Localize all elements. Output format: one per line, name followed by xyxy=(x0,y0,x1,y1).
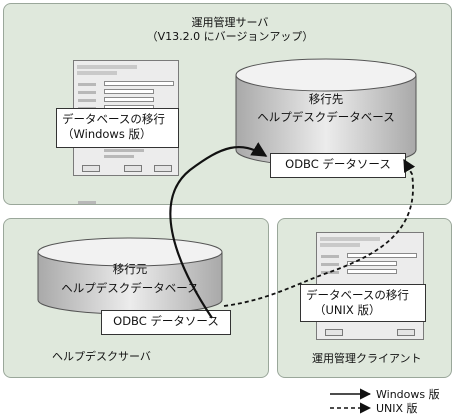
helpdesk-odbc-datasource-box: ODBC データソース xyxy=(101,310,231,335)
legend-windows-label: Windows 版 xyxy=(376,388,440,401)
server-panel-title: 運用管理サーバ （V13.2.0 にバージョンアップ） xyxy=(100,16,360,44)
source-database-line2: ヘルプデスクデータベース xyxy=(61,281,199,295)
server-odbc-datasource-box: ODBC データソース xyxy=(270,153,406,178)
windows-migration-dialog-thumbnail xyxy=(73,60,179,204)
unix-migration-label: データベースの移行 （UNIX 版） xyxy=(300,284,426,322)
helpdesk-odbc-datasource-label: ODBC データソース xyxy=(113,314,219,328)
source-database-label: 移行元 ヘルプデスクデータベース xyxy=(38,262,222,296)
unix-migration-line1: データベースの移行 xyxy=(306,288,409,302)
windows-migration-line1: データベースの移行 xyxy=(62,112,165,126)
target-database-label: 移行先 ヘルプデスクデータベース xyxy=(236,92,416,125)
target-database-line2: ヘルプデスクデータベース xyxy=(257,110,395,124)
server-panel-title-line2: （V13.2.0 にバージョンアップ） xyxy=(146,30,314,43)
target-database-line1: 移行先 xyxy=(308,92,344,106)
windows-migration-line2: （Windows 版） xyxy=(62,127,152,141)
server-panel-title-line1: 運用管理サーバ xyxy=(191,16,269,29)
client-panel-title: 運用管理クライアント xyxy=(312,352,422,365)
helpdesk-server-panel-title: ヘルプデスクサーバ xyxy=(52,350,151,363)
unix-migration-line2: （UNIX 版） xyxy=(314,303,381,317)
windows-migration-label: データベースの移行 （Windows 版） xyxy=(56,108,179,148)
legend-unix-label: UNIX 版 xyxy=(376,402,418,415)
source-database-line1: 移行元 xyxy=(112,262,148,276)
server-odbc-datasource-label: ODBC データソース xyxy=(285,157,391,171)
